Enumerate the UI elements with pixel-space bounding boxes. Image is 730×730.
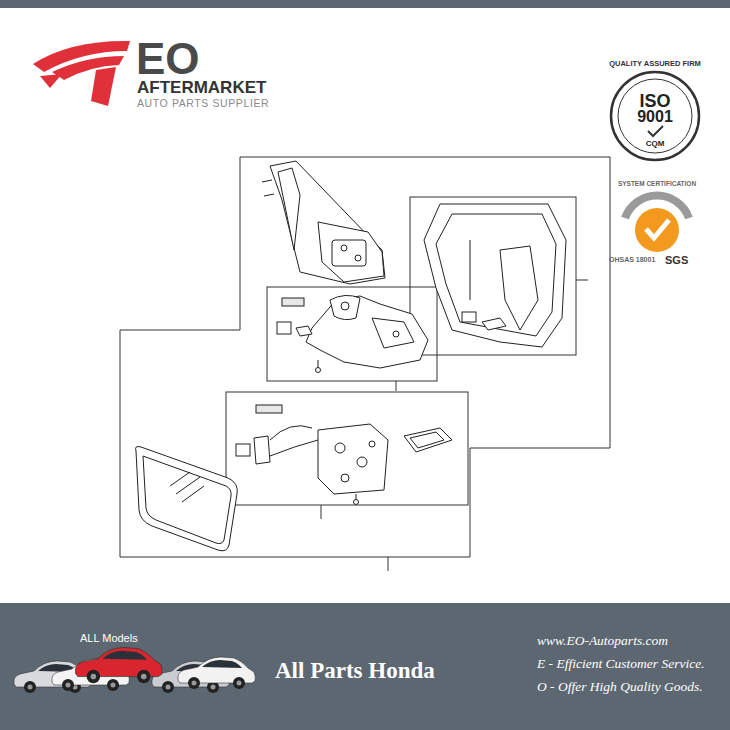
footer-slogan: O - Offer High Quality Goods. <box>537 679 703 695</box>
mirror-motor <box>404 428 452 452</box>
sgs-badge <box>646 220 669 238</box>
mirror-motor <box>369 441 375 447</box>
mirror-motor <box>236 405 452 505</box>
mirror-bracket <box>316 368 321 373</box>
mirror-base <box>355 255 361 261</box>
badge-text: 9001 <box>637 108 673 126</box>
diagram-frame <box>120 157 610 557</box>
badge-text: CQM <box>646 139 665 148</box>
mirror-bracket <box>277 322 291 334</box>
mirror-bracket <box>393 331 399 337</box>
mirror-base <box>332 240 366 266</box>
mirror-bracket <box>282 298 304 306</box>
mirror-housing <box>424 204 566 347</box>
iso-badge <box>618 79 692 153</box>
mirror-glass <box>143 456 231 544</box>
iso-badge <box>611 72 699 160</box>
mirror-motor <box>341 474 349 482</box>
mirror-motor <box>410 432 444 448</box>
mirror-motor <box>357 457 367 467</box>
mirror-base <box>264 194 274 196</box>
mirror-base <box>278 168 300 250</box>
badge-text: SGS <box>665 254 688 267</box>
mirror-glass <box>170 472 190 486</box>
diagram-frame <box>576 280 588 281</box>
sgs-badge <box>635 208 679 252</box>
mirror-bracket <box>306 296 428 368</box>
logo-tagline: AUTO PARTS SUPPLIER <box>137 97 269 109</box>
mirror-motor <box>318 424 388 494</box>
mirror-bracket <box>277 295 428 372</box>
mirror-glass <box>182 486 204 502</box>
iso-badge <box>648 126 663 136</box>
mirror-bracket <box>330 295 360 319</box>
footer-band: ALL ModelsAll Parts Honda www.EO-Autopart… <box>0 603 730 730</box>
diagram-frame <box>120 157 610 571</box>
logo-subtitle: AFTERMARKET <box>137 78 266 98</box>
footer-url: www.EO-Autoparts.com <box>537 633 668 649</box>
footer-caption: ALL Models <box>80 632 138 645</box>
mirror-bracket <box>341 302 349 310</box>
mirror-bracket <box>296 326 312 336</box>
mirror-housing <box>436 214 556 336</box>
diagram-frame <box>321 505 322 519</box>
mirror-glass <box>136 447 238 551</box>
logo-wing <box>91 67 116 106</box>
diagram-frame <box>226 392 468 505</box>
badge-text: QUALITY ASSURED FIRM <box>609 60 701 69</box>
car-lineup <box>14 647 255 693</box>
diagram-frame <box>388 557 389 571</box>
car-lineup <box>75 647 162 683</box>
mirror-glass <box>136 447 238 551</box>
mirror-housing <box>470 240 471 300</box>
mirror-motor <box>236 444 250 456</box>
diagram-frame <box>267 287 437 381</box>
diagram-frame <box>410 197 576 355</box>
diagram-frame <box>396 381 397 391</box>
mirror-housing <box>424 204 566 347</box>
badge-text: SYSTEM CERTIFICATION <box>618 180 696 187</box>
logo-wing <box>33 41 130 106</box>
mirror-bracket <box>318 360 319 368</box>
mirror-base <box>341 245 347 251</box>
mirror-motor <box>270 426 318 456</box>
mirror-bracket <box>372 318 414 348</box>
mirror-motor <box>254 436 270 464</box>
mirror-motor <box>256 405 282 413</box>
mirror-base <box>270 161 385 284</box>
badge-text: OHSAS 18001 <box>609 256 655 264</box>
mirror-housing <box>500 246 538 330</box>
mirror-housing <box>482 318 506 330</box>
car-lineup <box>178 657 255 689</box>
logo-wing <box>40 74 62 88</box>
mirror-motor <box>354 500 359 505</box>
logo-text: EO <box>136 34 200 85</box>
top-strip <box>0 0 730 8</box>
mirror-motor <box>335 443 345 453</box>
footer-slogan: E - Efficient Customer Service. <box>537 656 705 672</box>
mirror-housing <box>462 312 476 322</box>
footer-title: All Parts Honda <box>275 658 435 684</box>
footer-band <box>0 603 730 730</box>
mirror-base <box>262 161 385 284</box>
mirror-base <box>318 222 384 282</box>
mirror-base <box>262 180 272 182</box>
iso-badge <box>611 72 699 160</box>
sgs-badge <box>625 195 689 252</box>
